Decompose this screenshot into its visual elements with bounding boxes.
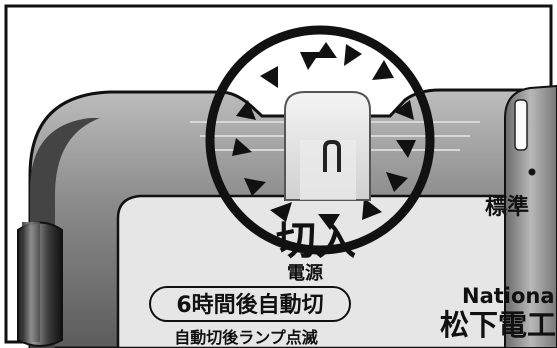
- maker-label: 松下電工: [440, 308, 556, 342]
- indicator-dot-icon: [528, 168, 536, 176]
- starburst-icon: [232, 42, 416, 230]
- left-knob-ridge: [22, 222, 40, 342]
- right-button-slot: [514, 99, 528, 151]
- mode-label: 標準: [485, 194, 529, 220]
- power-label: 電源: [287, 262, 323, 284]
- timer-label: 6時間後自動切: [176, 292, 323, 318]
- highlight-circle: [205, 25, 435, 255]
- timer-note: 自動切後ランプ点滅: [174, 328, 318, 347]
- power-switch-mark-icon: [323, 140, 341, 172]
- brand-label: National: [462, 284, 557, 308]
- right-button: [504, 84, 557, 348]
- power-switch-face: [300, 140, 356, 200]
- switch-label: 切入: [276, 218, 356, 264]
- timer-ellipse: [149, 286, 351, 322]
